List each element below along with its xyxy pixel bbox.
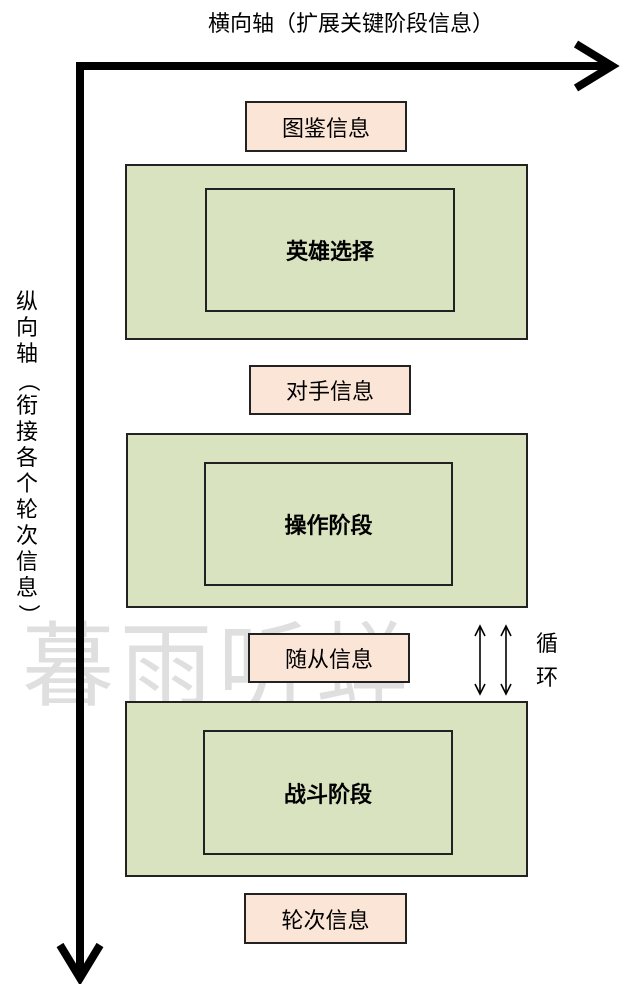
vertical-axis-label-char: 个 — [15, 472, 38, 497]
vertical-axis-label-char: 轴 — [15, 342, 38, 367]
vertical-axis-label-char: 纵 — [15, 290, 38, 315]
vertical-axis-label-char: （ — [15, 369, 40, 392]
vertical-axis-label-char: 各 — [15, 446, 38, 471]
loop-label-char: 环 — [535, 666, 558, 691]
vertical-axis-label-char: 息 — [15, 576, 38, 601]
battle-phase-inner-box: 战斗阶段 — [203, 730, 453, 855]
vertical-axis-label-char: 接 — [15, 420, 38, 445]
loop-label-char: 循 — [535, 632, 558, 657]
round-info-box: 轮次信息 — [244, 893, 407, 944]
vertical-axis-label-char: 次 — [15, 524, 38, 549]
loop-arrow-down — [500, 624, 512, 696]
vertical-axis-label-char: 信 — [15, 550, 38, 575]
operation-phase-inner-box: 操作阶段 — [204, 462, 453, 586]
loop-arrow-up — [474, 624, 486, 696]
loop-label: 循环 — [530, 628, 564, 696]
horizontal-axis-arrowhead — [573, 40, 620, 92]
vertical-axis-label: 纵向轴（衔接各个轮次信息） — [10, 290, 44, 628]
horizontal-axis-label: 横向轴（扩展关键阶段信息） — [208, 12, 495, 37]
vertical-axis-label-char: 向 — [15, 316, 38, 341]
hero-select-inner-box: 英雄选择 — [205, 188, 455, 312]
vertical-axis-label-char: 轮 — [15, 498, 38, 523]
codex-info-box: 图鉴信息 — [245, 101, 407, 152]
opponent-info-box: 对手信息 — [249, 365, 411, 415]
battle-phase-outer-box — [125, 701, 528, 877]
vertical-axis-arrowhead — [56, 942, 104, 984]
vertical-axis-label-char: 衔 — [15, 394, 38, 419]
minion-info-box: 随从信息 — [248, 633, 410, 683]
